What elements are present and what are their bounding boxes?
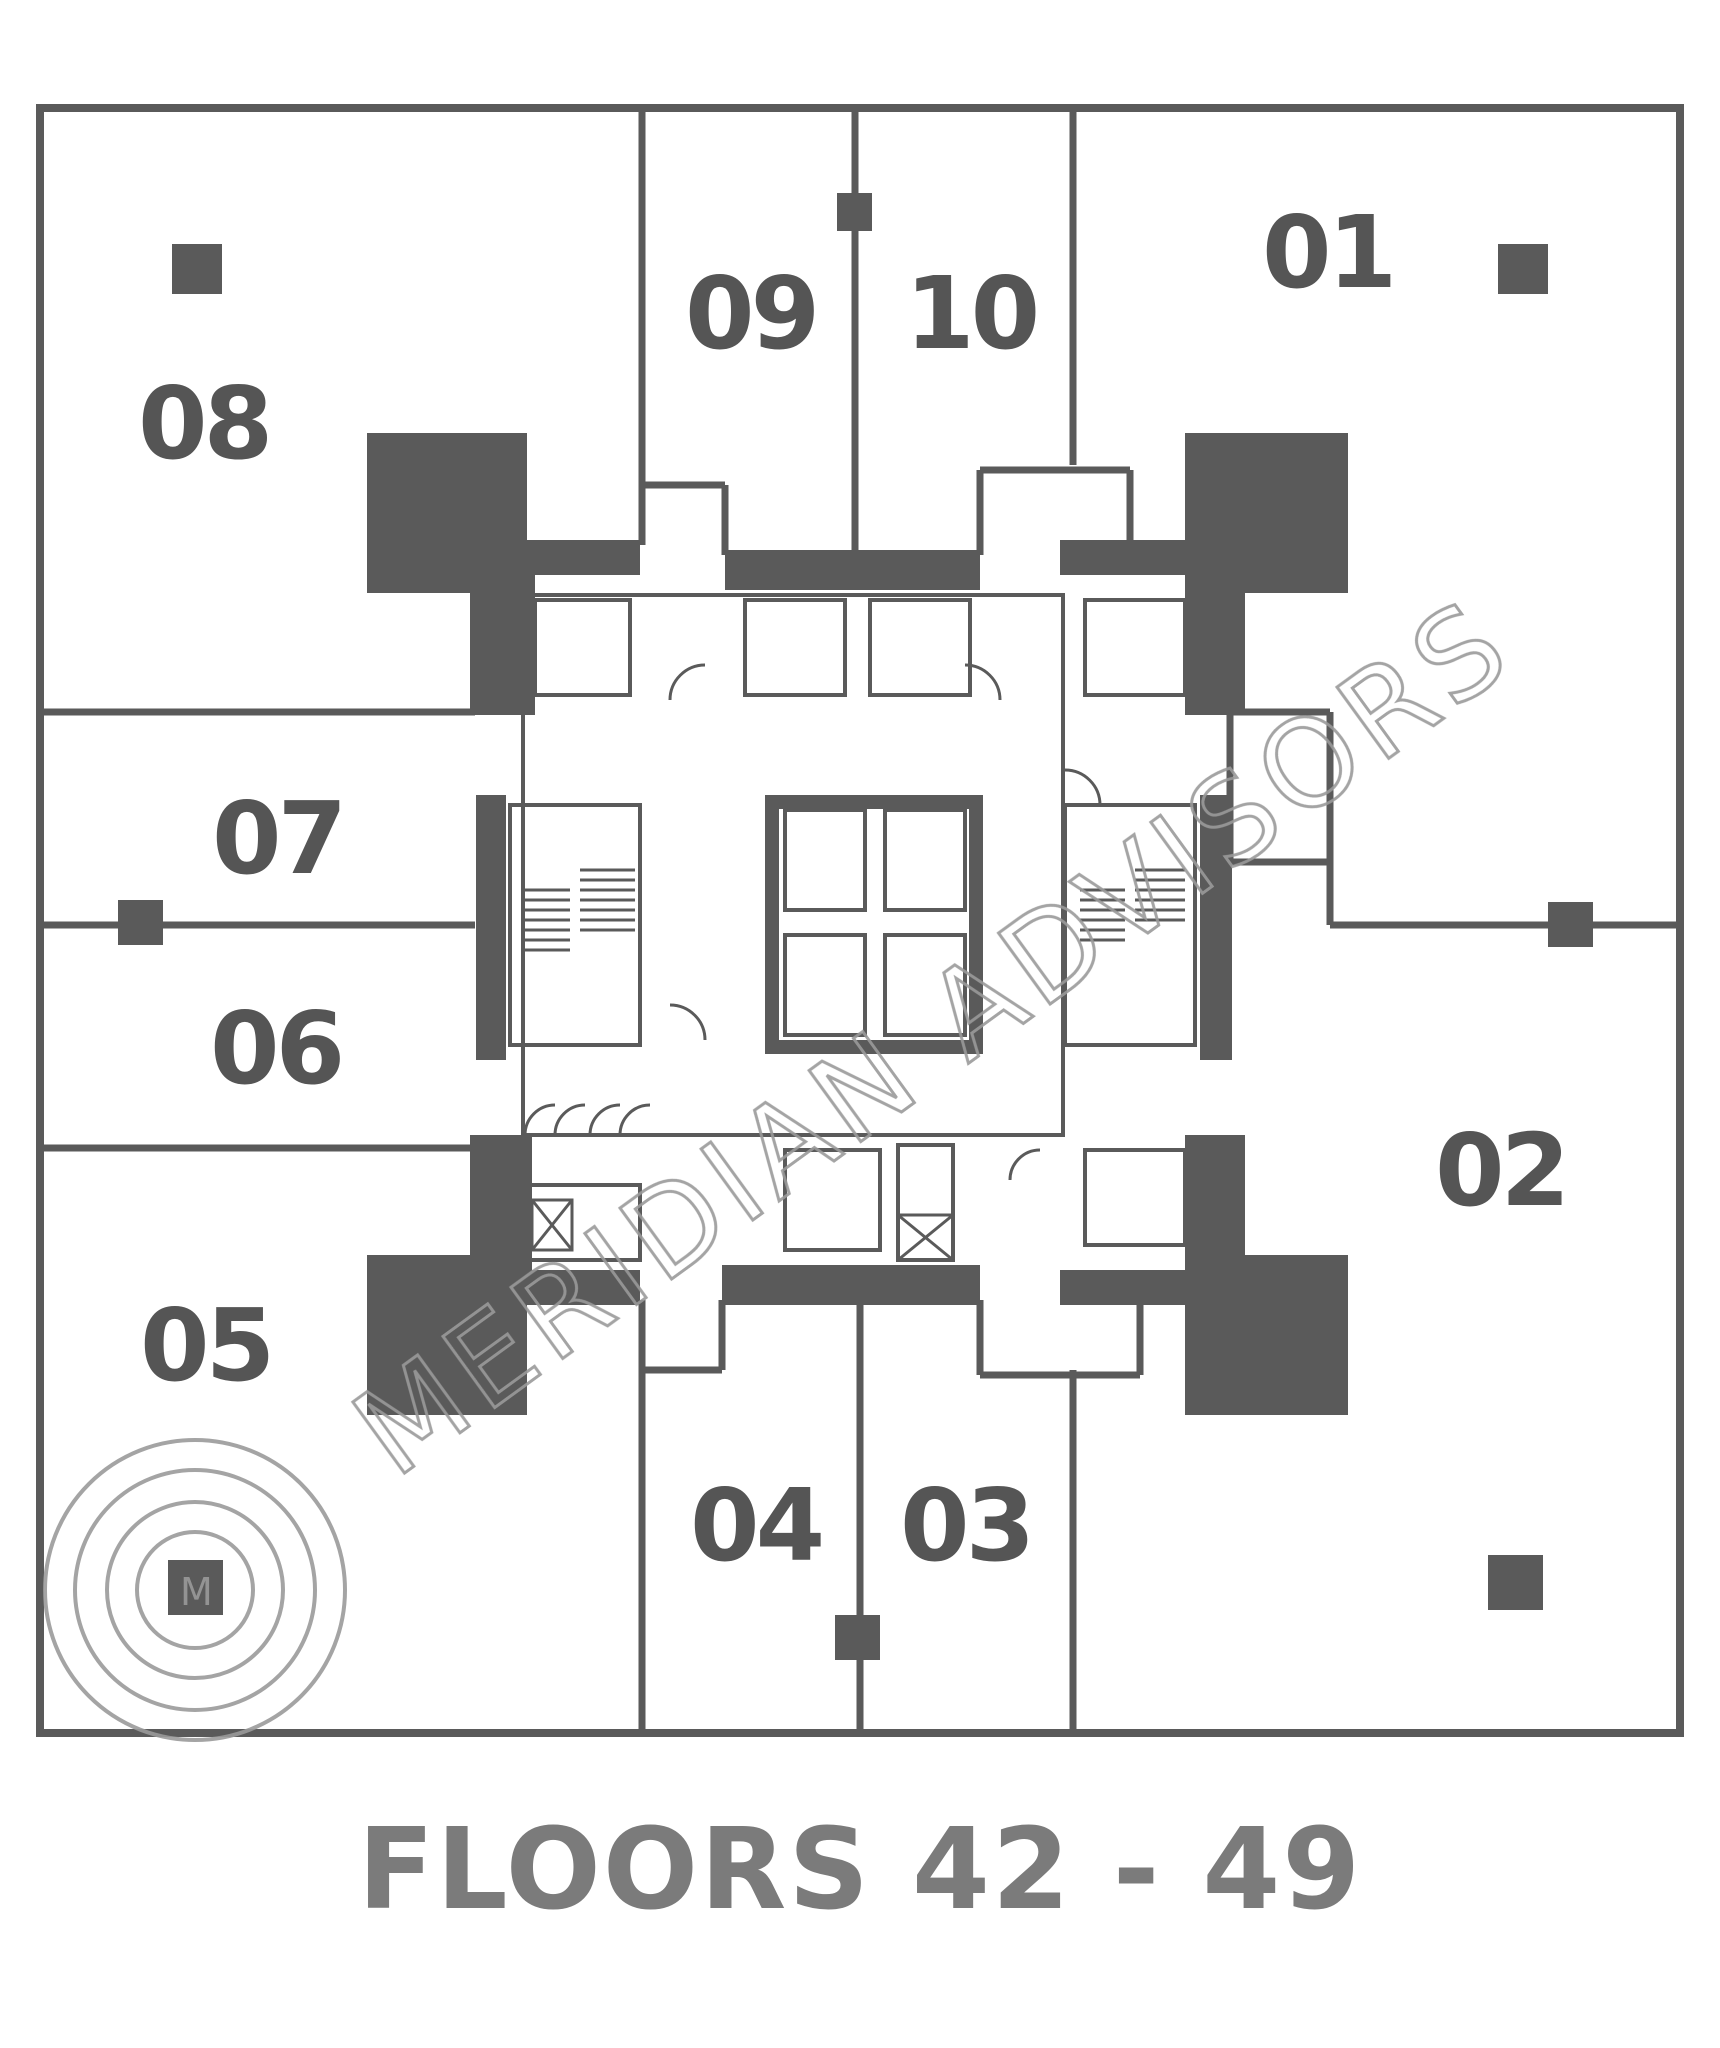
structural-columns (118, 193, 1593, 1660)
partition-walls (40, 108, 1680, 1733)
floor-caption: FLOORS 42 - 49 (357, 1805, 1363, 1935)
unit-label-05: 05 (140, 1287, 271, 1404)
unit-label-04: 04 (690, 1467, 821, 1584)
unit-label-01: 01 (1262, 194, 1393, 311)
unit-labels: 01 02 03 04 05 06 07 08 09 10 (138, 194, 1570, 1584)
unit-label-03: 03 (900, 1467, 1031, 1584)
unit-label-08: 08 (138, 365, 269, 482)
unit-label-02: 02 (1435, 1112, 1566, 1229)
door-swings (523, 663, 1102, 1181)
unit-label-10: 10 (905, 255, 1036, 372)
unit-label-07: 07 (212, 780, 343, 897)
unit-label-06: 06 (210, 990, 341, 1107)
unit-label-09: 09 (685, 255, 816, 372)
stair-treads (525, 868, 1185, 952)
watermark-logo (43, 1438, 347, 1742)
watermark-logo-letter: M (180, 1570, 213, 1614)
service-shafts (530, 1198, 955, 1262)
floor-plan: 01 02 03 04 05 06 07 08 09 10 M MERIDIAN… (36, 104, 1684, 1742)
